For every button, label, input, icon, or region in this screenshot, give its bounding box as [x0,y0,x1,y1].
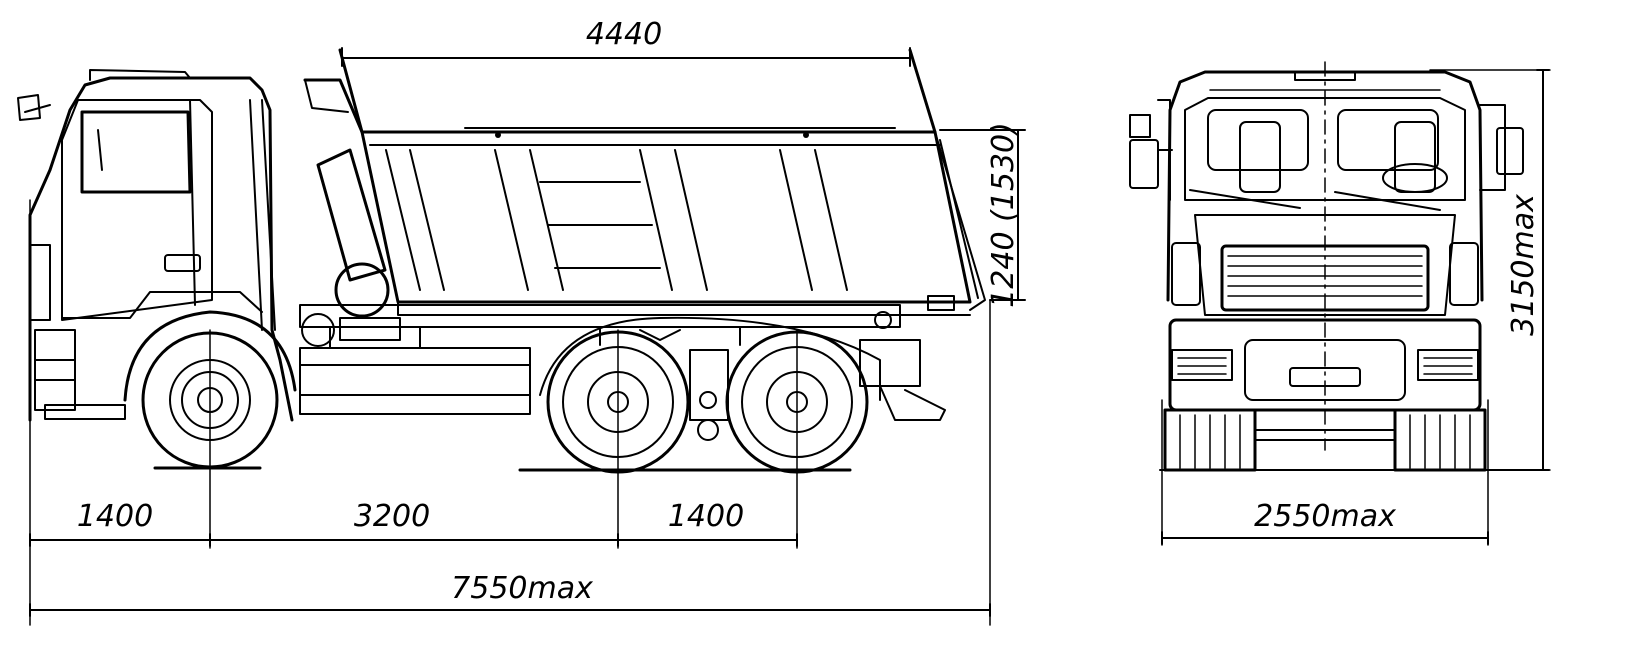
hydraulic-cylinder [316,148,387,282]
dimension-overall-length: 7550max [451,571,593,606]
side-dimensions [29,47,1026,626]
dump-body [303,48,986,316]
ground-line [153,466,852,472]
fuel-tank [334,262,390,318]
cab [17,69,294,422]
dimension-body-length: 4440 [586,17,662,52]
dimension-overall-height: 3150max [1506,194,1541,336]
chassis-frame [299,304,946,441]
front-view [1129,61,1546,472]
front-fender [123,310,297,402]
dimension-rear-axle-spacing: 1400 [668,499,744,534]
front-dimensions [1161,69,1551,546]
dimension-body-height: 1240 (1530) [986,122,1021,308]
axle-centerlines [209,329,798,549]
side-view [17,48,986,549]
rear-fender [539,316,881,401]
dimension-overall-width: 2550max [1254,499,1396,534]
dimension-front-overhang: 1400 [77,499,153,534]
dimension-wheelbase: 3200 [354,499,430,534]
